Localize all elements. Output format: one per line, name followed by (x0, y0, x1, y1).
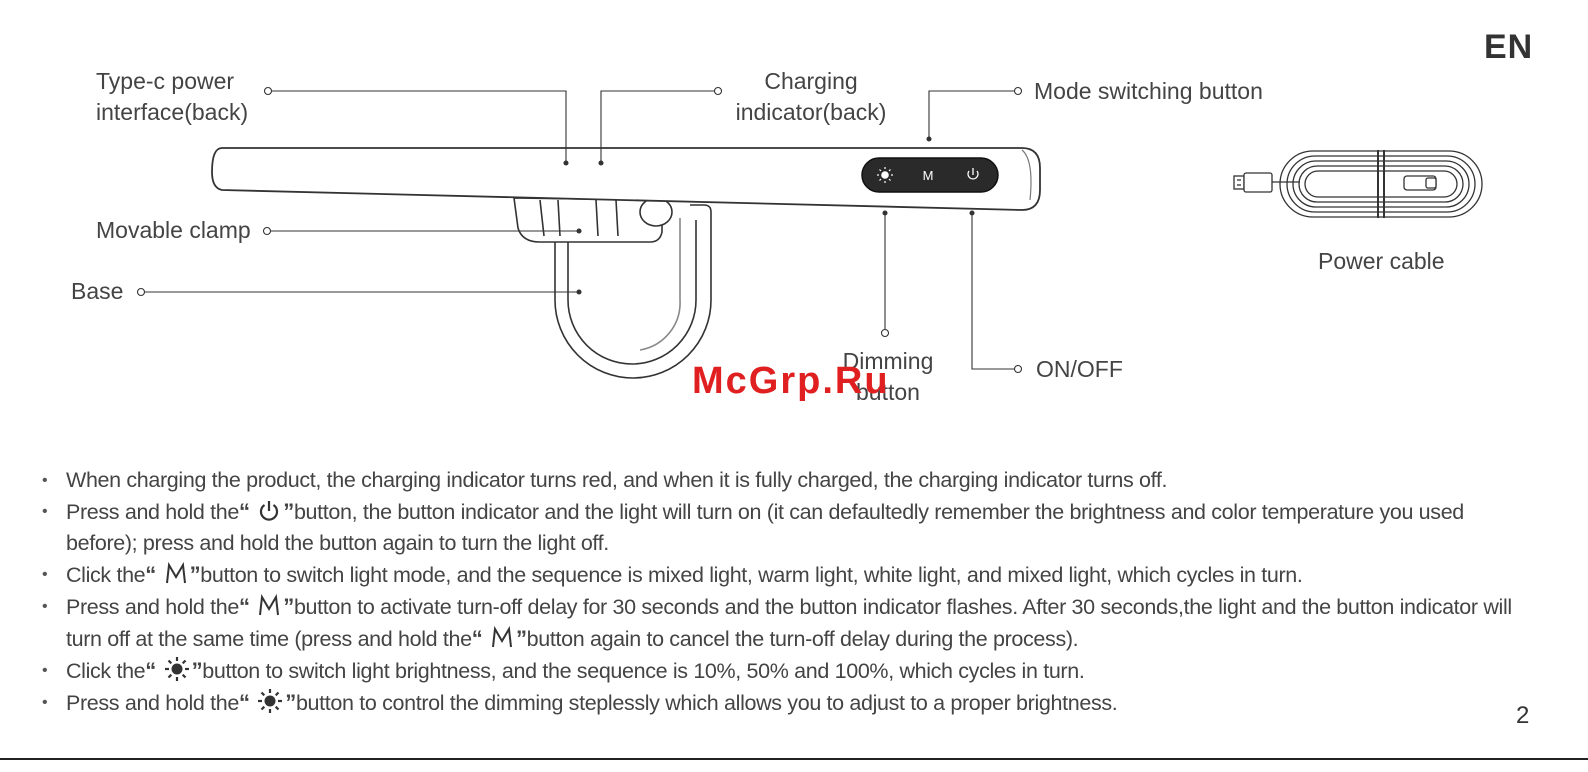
instruction-item: Click the“ ”button to switch light mode,… (40, 559, 1520, 591)
callout-base: Base (71, 278, 124, 304)
instruction-item: When charging the product, the charging … (40, 465, 1520, 496)
quote-close: ” (283, 499, 294, 524)
instruction-text: When charging the product, the charging … (66, 468, 1168, 492)
product-diagram: M (136, 86, 1483, 379)
quote-open: “ (239, 499, 250, 524)
quote-open: “ (145, 562, 156, 587)
instruction-text: Click the (66, 563, 146, 587)
power-cable-illustration (1233, 150, 1483, 218)
callout-charging-line1: Charging (764, 68, 858, 94)
instruction-item: Press and hold the“ ”button to activate … (40, 591, 1520, 655)
panel-sun-icon (877, 167, 893, 183)
callout-type-c-line2: interface(back) (96, 99, 249, 125)
clamp-illustration (513, 197, 673, 243)
callout-dimming-button: Dimming button (838, 346, 938, 408)
m-mode-icon (259, 594, 280, 616)
m-mode-icon (165, 562, 186, 584)
quote-close: ” (191, 658, 203, 683)
watermark: McGrp.Ru (692, 360, 890, 402)
page-number: 2 (1516, 702, 1530, 729)
quote-open: “ (239, 594, 250, 619)
callout-charging-line2: indicator(back) (735, 99, 887, 125)
quote-close: ” (283, 594, 294, 619)
instruction-text: Press and hold the (66, 595, 239, 619)
instruction-text: button to activate turn-off delay for 30… (66, 595, 1512, 651)
base-illustration (554, 204, 712, 379)
quote-open: “ (239, 690, 250, 715)
instruction-item: Click the“ ”button to switch light brigh… (40, 655, 1520, 687)
panel-power-icon (967, 168, 979, 180)
instruction-text: Press and hold the (66, 691, 239, 715)
callout-charging-indicator: Charging indicator(back) (730, 66, 892, 128)
instruction-item: Press and hold the“ ”button, the button … (40, 496, 1520, 559)
instruction-text: button again to cancel the turn-off dela… (526, 627, 1079, 651)
quote-open: “ (471, 626, 483, 651)
quote-open: “ (145, 658, 156, 683)
callout-type-c-line1: Type-c power (96, 68, 235, 94)
leader-lines (136, 86, 1023, 374)
callout-on-off: ON/OFF (1036, 356, 1123, 382)
callout-dimming-line1: Dimming (842, 348, 934, 374)
instruction-text: Click the (66, 659, 146, 683)
panel-m-icon: M (923, 168, 934, 183)
callout-movable-clamp: Movable clamp (96, 217, 251, 243)
instruction-text: button to switch light mode, and the seq… (200, 563, 1303, 587)
quote-close: ” (285, 690, 296, 715)
instruction-text: button to control the dimming steplessly… (295, 691, 1118, 715)
power-icon (260, 501, 279, 521)
sun-icon (164, 657, 189, 681)
callout-power-cable: Power cable (1318, 248, 1445, 274)
callout-type-c-interface: Type-c power interface(back) (96, 66, 248, 128)
bottom-rule (0, 758, 1588, 760)
quote-close: ” (189, 562, 201, 587)
callout-mode-switching-button: Mode switching button (1034, 78, 1263, 104)
callout-dimming-line2: button (856, 379, 920, 405)
instruction-text: button, the button indicator and the lig… (66, 500, 1464, 555)
instruction-item: Press and hold the“ ”button to control t… (40, 687, 1520, 719)
sun-icon (258, 689, 283, 713)
instructions-list: When charging the product, the charging … (40, 465, 1520, 719)
quote-close: ” (516, 626, 527, 651)
instruction-text: button to switch light brightness, and t… (202, 659, 1085, 683)
light-bar-illustration (211, 147, 1041, 211)
m-mode-icon (492, 626, 513, 648)
instruction-text: Press and hold the (66, 500, 239, 524)
language-tag: EN (1484, 28, 1534, 66)
